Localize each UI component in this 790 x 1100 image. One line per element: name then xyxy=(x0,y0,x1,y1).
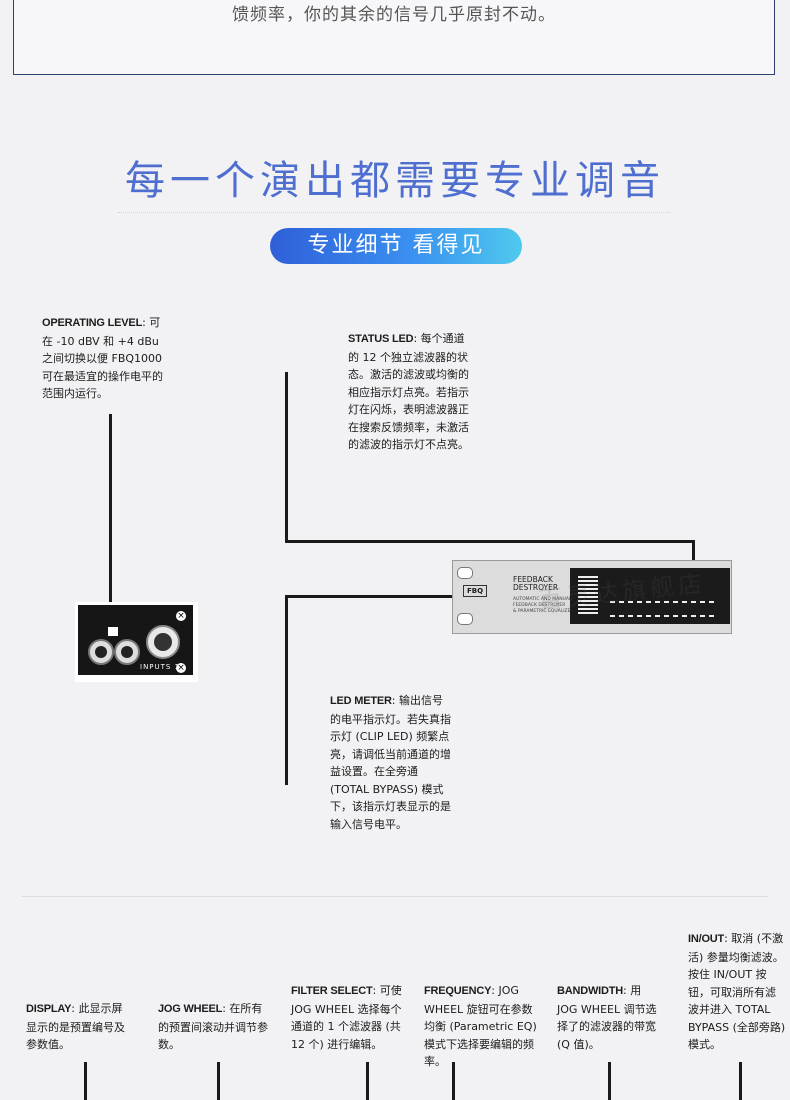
intro-box: 馈频率，你的其余的信号几乎原封不动。 xyxy=(13,0,775,75)
section-separator xyxy=(22,896,768,897)
rack-hole-icon xyxy=(457,613,473,625)
callout-label: IN/OUT xyxy=(688,933,725,945)
leader-line-status-led-horizontal xyxy=(285,540,695,543)
sub-line: & PARAMETRIC EQUALIZER xyxy=(513,609,574,614)
callout-label: FREQUENCY xyxy=(424,985,492,997)
callout-filter-select: FILTER SELECT: 可使 JOG WHEEL 选择每个通道的 1 个滤… xyxy=(291,982,405,1053)
callout-text: : 可使 JOG WHEEL 选择每个通道的 1 个滤波器 (共 12 个) 进… xyxy=(291,984,402,1051)
brand-line: DESTROYER xyxy=(513,583,559,592)
callout-label: STATUS LED xyxy=(348,333,414,345)
status-led-row-icon xyxy=(610,588,718,603)
callout-label: FILTER SELECT xyxy=(291,985,373,997)
callout-text: : 输出信号的电平指示灯。若失真指示灯 (CLIP LED) 频繁点亮，请调低当… xyxy=(330,694,451,831)
leader-line-display xyxy=(84,1062,87,1100)
callout-text: : 取消 (不激活) 参量均衡滤波。按住 IN/OUT 按钮，可取消所有滤波并进… xyxy=(688,932,786,1051)
brand-line: FEEDBACK xyxy=(513,575,553,584)
leader-line-in-out xyxy=(739,1062,742,1100)
leader-line-jog-wheel xyxy=(217,1062,220,1100)
callout-status-led: STATUS LED: 每个通道的 12 个独立滤波器的状态。激活的滤波或均衡的… xyxy=(348,330,470,454)
brand-label: FEEDBACK DESTROYER xyxy=(513,576,558,592)
leader-line-operating-level xyxy=(109,414,112,636)
callout-text: : 在所有的预置间滚动并调节参数。 xyxy=(158,1002,268,1051)
callout-text: : 此显示屏显示的是预置编号及参数值。 xyxy=(26,1002,125,1051)
leader-line-frequency xyxy=(452,1062,455,1100)
callout-text: : 可在 -10 dBV 和 +4 dBu 之间切换以便 FBQ1000 可在最… xyxy=(42,316,163,400)
screw-icon: × xyxy=(176,611,186,621)
device-front-panel: FBQ FEEDBACK DESTROYER AUTOMATIC AND MAN… xyxy=(452,560,732,634)
callout-jog-wheel: JOG WHEEL: 在所有的预置间滚动并调节参数。 xyxy=(158,1000,270,1054)
dotted-divider xyxy=(118,212,670,213)
screw-icon: × xyxy=(176,663,186,673)
rack-hole-icon xyxy=(457,567,473,579)
leader-line-bandwidth xyxy=(608,1062,611,1100)
callout-label: BANDWIDTH xyxy=(557,985,624,997)
callout-label: LED METER xyxy=(330,695,392,707)
section-headline: 每一个演出都需要专业调音 xyxy=(125,158,665,204)
leader-line-status-led-vertical xyxy=(285,372,288,543)
sub-line: FEEDBACK DESTROYER xyxy=(513,603,566,608)
jack-icon xyxy=(88,639,114,665)
level-switch xyxy=(108,627,118,636)
led-display-area xyxy=(570,568,730,624)
callout-label: JOG WHEEL xyxy=(158,1003,223,1015)
sub-label: AUTOMATIC AND MANUAL FEEDBACK DESTROYER … xyxy=(513,597,574,615)
callout-text: : 用 JOG WHEEL 调节选择了的滤波器的带宽 (Q 值)。 xyxy=(557,984,657,1051)
sub-line: AUTOMATIC AND MANUAL xyxy=(513,597,572,602)
led-meter-icon xyxy=(578,576,598,616)
intro-text: 馈频率，你的其余的信号几乎原封不动。 xyxy=(232,5,556,25)
callout-in-out: IN/OUT: 取消 (不激活) 参量均衡滤波。按住 IN/OUT 按钮，可取消… xyxy=(688,930,786,1054)
callout-text: : JOG WHEEL 旋钮可在参数均衡 (Parametric EQ) 模式下… xyxy=(424,984,537,1068)
device-back-panel: × INPUTS 1 × xyxy=(75,602,198,682)
callout-operating-level: OPERATING LEVEL: 可在 -10 dBV 和 +4 dBu 之间切… xyxy=(42,314,164,403)
inputs-label: INPUTS 1 xyxy=(140,663,181,671)
section-pill-badge: 专业细节 看得见 xyxy=(270,228,522,264)
leader-line-led-meter-vertical xyxy=(285,595,288,785)
callout-label: DISPLAY xyxy=(26,1003,72,1015)
callout-label: OPERATING LEVEL xyxy=(42,317,143,329)
callout-bandwidth: BANDWIDTH: 用 JOG WHEEL 调节选择了的滤波器的带宽 (Q 值… xyxy=(557,982,665,1053)
callout-text: : 每个通道的 12 个独立滤波器的状态。激活的滤波或均衡的相应指示灯点亮。若指… xyxy=(348,332,469,451)
status-led-row-icon xyxy=(610,602,718,617)
xlr-input-icon xyxy=(146,625,180,659)
callout-frequency: FREQUENCY: JOG WHEEL 旋钮可在参数均衡 (Parametri… xyxy=(424,982,538,1071)
leader-line-filter-select xyxy=(366,1062,369,1100)
callout-led-meter: LED METER: 输出信号的电平指示灯。若失真指示灯 (CLIP LED) … xyxy=(330,692,452,833)
fbq-logo: FBQ xyxy=(463,585,487,597)
jack-icon xyxy=(114,639,140,665)
callout-display: DISPLAY: 此显示屏显示的是预置编号及参数值。 xyxy=(26,1000,130,1054)
